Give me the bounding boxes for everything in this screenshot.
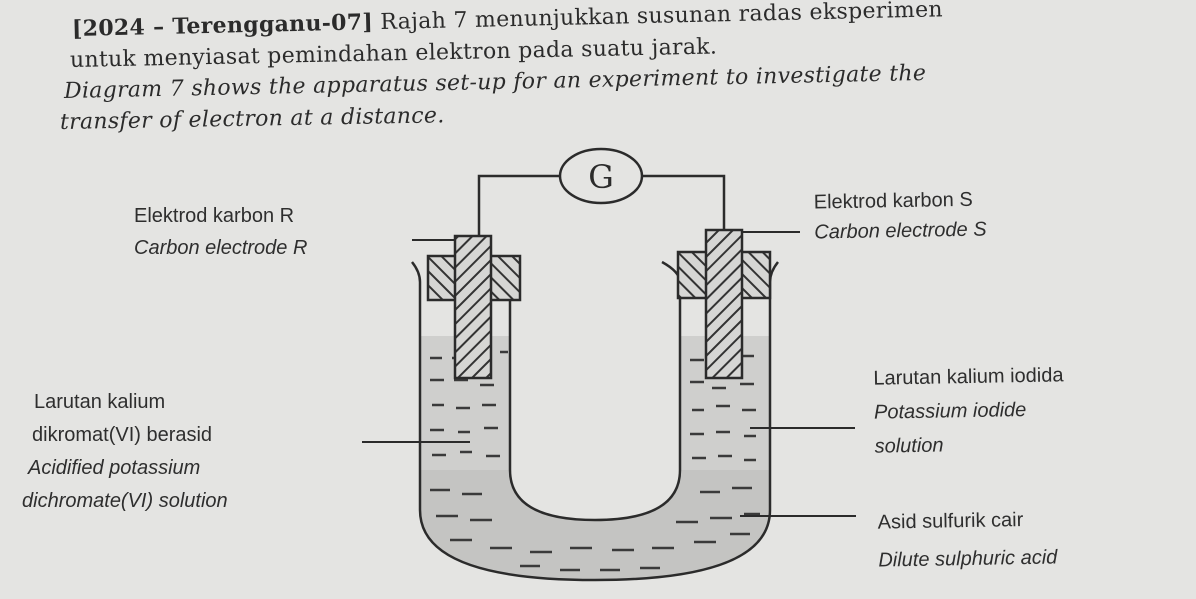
label-electrode-s: Elektrod karbon S Carbon electrode S (814, 187, 987, 246)
liquid-dashes (430, 350, 760, 572)
label-iodide-ms: Larutan kalium iodida (873, 364, 1064, 390)
label-dichromate-en-1: Acidified potassium (28, 457, 201, 479)
u-tube (418, 282, 772, 582)
label-electrode-s-ms: Elektrod karbon S (813, 188, 973, 214)
label-dichromate-ms-1: Larutan kalium (34, 391, 166, 413)
label-electrode-r-en: Carbon electrode R (134, 237, 308, 259)
galvanometer-symbol: G (588, 158, 614, 196)
label-iodide-en-2: solution (874, 434, 944, 458)
label-dichromate: Larutan kalium dikromat(VI) berasid Acid… (22, 386, 228, 518)
label-electrode-r-ms: Elektrod karbon R (134, 205, 295, 227)
galvanometer (558, 147, 644, 205)
label-dichromate-ms-2: dikromat(VI) berasid (32, 424, 213, 446)
label-electrode-s-en: Carbon electrode S (814, 218, 987, 244)
label-acid-en: Dilute sulphuric acid (878, 546, 1058, 572)
label-iodide-en-1: Potassium iodide (873, 399, 1027, 424)
label-acid-ms: Asid sulfurik cair (877, 509, 1024, 534)
carbon-electrode-r (453, 234, 493, 380)
label-electrode-r: Elektrod karbon R Carbon electrode R (134, 203, 307, 261)
connecting-wire (477, 174, 726, 236)
label-acid: Asid sulfurik cair Dilute sulphuric acid (877, 502, 1057, 577)
label-dichromate-en-2: dichromate(VI) solution (22, 490, 228, 512)
leader-lines (362, 231, 856, 517)
acid-fill (420, 470, 770, 580)
carbon-electrode-s (704, 228, 744, 380)
label-iodide: Larutan kalium iodida Potassium iodide s… (873, 358, 1065, 463)
